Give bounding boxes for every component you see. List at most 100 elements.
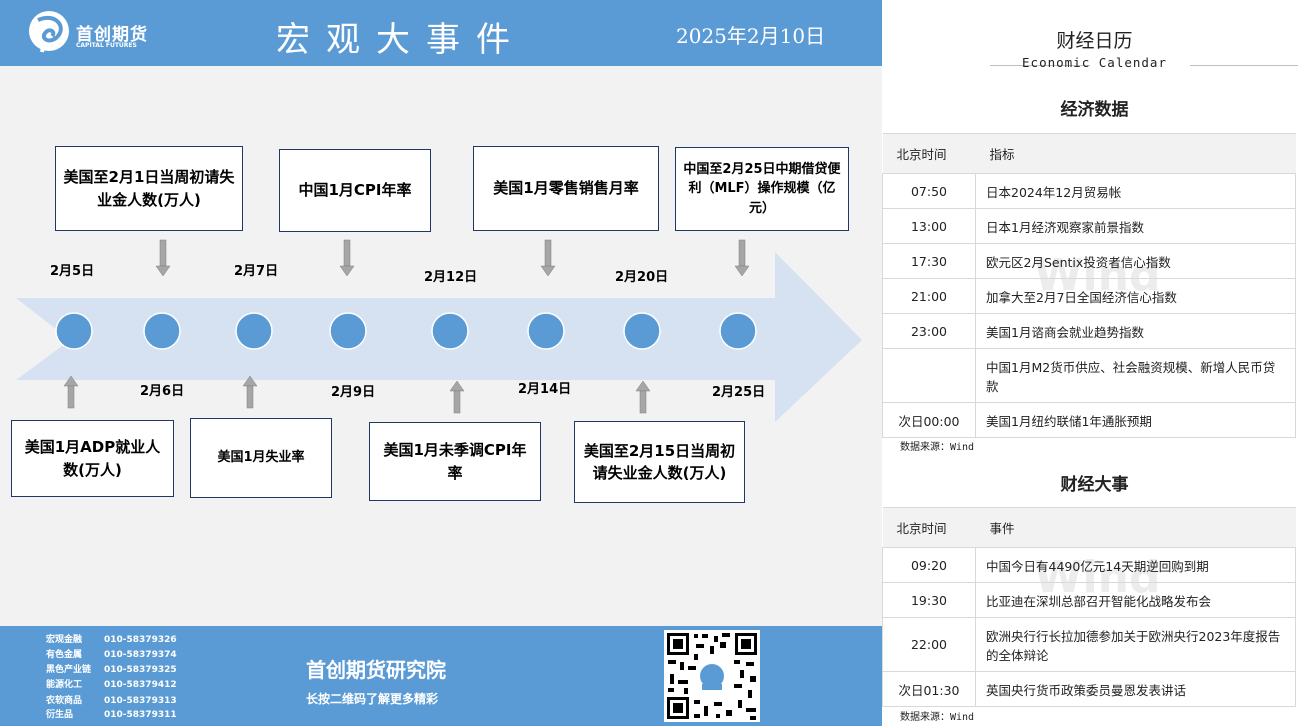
- cell-event: 中国今日有4490亿元14天期逆回购到期: [975, 547, 1296, 583]
- brand-logo: 首创期货 CAPITAL FUTURES: [26, 8, 156, 56]
- cell-indicator: 日本1月经济观察家前景指数: [975, 208, 1296, 244]
- data-source-note: 数据来源：Wind: [900, 712, 975, 723]
- cell-time: [882, 348, 976, 403]
- page-title: 宏观大事件: [276, 20, 526, 60]
- date-label: 2月6日: [140, 384, 185, 399]
- timeline-dot: [431, 312, 469, 350]
- date-label: 2月12日: [424, 270, 478, 285]
- up-arrow-3: [449, 380, 465, 414]
- event-box-top: 美国1月零售销售月率: [473, 146, 659, 231]
- col-header-time: 北京时间: [882, 507, 976, 548]
- section-title-events: 财经大事: [1060, 475, 1129, 495]
- date-label: 2月20日: [615, 270, 669, 285]
- timeline-dot: [527, 312, 565, 350]
- cell-time: 22:00: [882, 617, 976, 672]
- calendar-title: 财经日历: [1056, 30, 1133, 52]
- contact-category: 黑色产业链: [46, 665, 92, 675]
- contact-row: 宏观金融 010-58379326: [46, 632, 177, 645]
- cell-event: 欧洲央行行长拉加德参加关于欧洲央行2023年度报告的全体辩论: [975, 617, 1296, 672]
- down-arrow-2: [339, 239, 355, 277]
- timeline-dot: [623, 312, 661, 350]
- cell-time: 17:30: [882, 243, 976, 279]
- logo-text-en: CAPITAL FUTURES: [76, 42, 137, 49]
- contact-category: 农软商品: [46, 696, 83, 706]
- contact-row: 能源化工 010-58379412: [46, 677, 177, 690]
- contact-category: 能源化工: [46, 680, 83, 690]
- cell-event: 比亚迪在深圳总部召开智能化战略发布会: [975, 582, 1296, 618]
- table-row: 中国1月M2货币供应、社会融资规模、新增人民币贷款: [882, 348, 1296, 403]
- event-box-top: 中国至2月25日中期借贷便利（MLF）操作规模（亿元）: [675, 147, 849, 231]
- cell-time: 09:20: [882, 547, 976, 583]
- timeline-dot: [235, 312, 273, 350]
- main-panel: 首创期货 CAPITAL FUTURES 宏观大事件 2025年2月10日: [0, 0, 882, 726]
- date-label: 2月7日: [234, 264, 279, 279]
- down-arrow-4: [734, 239, 750, 277]
- col-header-event: 事件: [975, 507, 1296, 548]
- up-arrow-4: [635, 380, 651, 414]
- date-label: 2月25日: [712, 385, 766, 400]
- cell-indicator: 日本2024年12月贸易帐: [975, 173, 1296, 209]
- contact-phone: 010-58379313: [104, 696, 177, 706]
- data-source-note: 数据来源：Wind: [900, 442, 975, 453]
- contact-row: 黑色产业链 010-58379325: [46, 662, 177, 675]
- event-box-bottom: 美国1月ADP就业人数(万人): [11, 420, 174, 497]
- contact-phone: 010-58379311: [104, 710, 177, 720]
- event-box-bottom: 美国1月失业率: [190, 418, 332, 498]
- contact-category: 衍生品: [46, 710, 74, 720]
- calendar-panel: 财经日历 Economic Calendar 经济数据 Wind 北京时间 指标…: [882, 0, 1299, 726]
- qr-code-icon[interactable]: [664, 630, 760, 722]
- cell-indicator: 美国1月纽约联储1年通胀预期: [975, 402, 1296, 438]
- cell-indicator: 加拿大至2月7日全国经济信心指数: [975, 278, 1296, 314]
- calendar-subtitle: Economic Calendar: [1022, 55, 1167, 70]
- event-box-top: 美国至2月1日当周初请失业金人数(万人): [55, 146, 243, 231]
- cell-time: 次日00:00: [882, 402, 976, 438]
- section-title-data: 经济数据: [1060, 100, 1129, 120]
- date-label: 2月5日: [50, 264, 95, 279]
- cell-time: 07:50: [882, 173, 976, 209]
- event-box-top: 中国1月CPI年率: [279, 149, 431, 232]
- page-header: 首创期货 CAPITAL FUTURES 宏观大事件 2025年2月10日: [0, 0, 882, 66]
- contact-phone: 010-58379326: [104, 635, 177, 645]
- timeline-graphic: [16, 239, 862, 422]
- contact-row: 农软商品 010-58379313: [46, 693, 177, 706]
- cell-time: 次日01:30: [882, 671, 976, 707]
- contact-phone: 010-58379325: [104, 665, 177, 675]
- contact-phone: 010-58379412: [104, 680, 177, 690]
- cell-indicator: 欧元区2月Sentix投资者信心指数: [975, 243, 1296, 279]
- col-header-indicator: 指标: [975, 133, 1296, 174]
- cell-time: 23:00: [882, 313, 976, 349]
- table-header-row: 北京时间 事件: [882, 507, 1296, 548]
- up-arrow-1: [63, 375, 79, 409]
- timeline-dot: [143, 312, 181, 350]
- logo-text-cn: 首创期货: [76, 25, 148, 45]
- timeline-dot: [719, 312, 757, 350]
- down-arrow-3: [540, 239, 556, 277]
- cell-time: 13:00: [882, 208, 976, 244]
- col-header-time: 北京时间: [882, 133, 976, 174]
- contact-category: 有色金属: [46, 650, 83, 660]
- page-date: 2025年2月10日: [676, 24, 826, 48]
- table-header-row: 北京时间 指标: [882, 133, 1296, 174]
- cell-time: 21:00: [882, 278, 976, 314]
- timeline-dot: [329, 312, 367, 350]
- contact-row: 衍生品 010-58379311: [46, 707, 177, 720]
- date-label: 2月9日: [331, 385, 376, 400]
- event-box-bottom: 美国1月未季调CPI年率: [369, 422, 541, 501]
- contact-category: 宏观金融: [46, 635, 83, 645]
- date-label: 2月14日: [518, 382, 572, 397]
- cell-indicator: 中国1月M2货币供应、社会融资规模、新增人民币贷款: [975, 348, 1296, 403]
- down-arrow-1: [155, 239, 171, 277]
